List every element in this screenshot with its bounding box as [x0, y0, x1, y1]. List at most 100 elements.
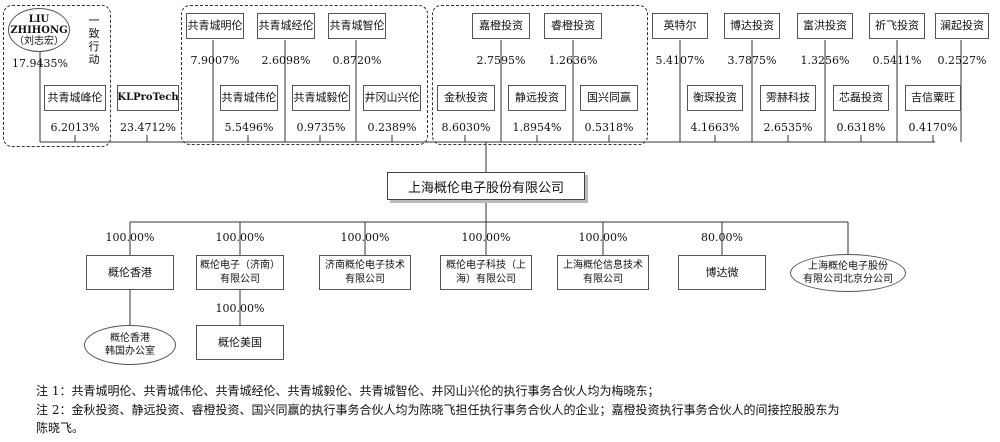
shareholder-hengjing[interactable]: 衡琛投资 [687, 85, 743, 111]
subsidiary-shanghai-tech[interactable]: 概伦电子科技（上 海）有限公司 [440, 255, 532, 290]
liu-name: LIU ZHIHONG [10, 13, 68, 36]
sub-sh-label: 概伦电子科技（上 海）有限公司 [446, 259, 526, 285]
xinlei-pct: 0.6318% [836, 121, 886, 134]
shareholder-ruicheng[interactable]: 睿橙投资 [544, 13, 602, 39]
subsidiary-jinan[interactable]: 概伦电子（济南） 有限公司 [196, 255, 284, 290]
branch-beijing[interactable]: 上海概伦电子股份 有限公司北京分公司 [790, 254, 906, 292]
subsidiary-info-tech[interactable]: 上海概伦信息技术 有限公司 [557, 255, 649, 290]
concert-group-outline [3, 5, 111, 147]
sub-bodawei-label: 博达微 [705, 265, 739, 279]
guoxing-label: 国兴同赢 [587, 91, 631, 104]
sub-hk-pct: 100.00% [105, 231, 155, 244]
weilun-pct: 5.5496% [224, 121, 274, 134]
sub-bodawei-pct: 80.00% [701, 231, 743, 244]
sub-info-pct: 100.00% [578, 231, 628, 244]
shareholder-jinggangshan[interactable]: 井冈山兴伦 [363, 85, 421, 111]
jiacheng-label: 嘉橙投资 [479, 19, 523, 32]
panghe-label: 雱赫科技 [766, 91, 810, 104]
hengjing-pct: 4.1663% [690, 121, 740, 134]
shareholder-jinglun[interactable]: 共青城经伦 [257, 13, 315, 39]
sub-info-label: 上海概伦信息技术 有限公司 [563, 259, 643, 285]
weilun-label: 共青城伟伦 [221, 91, 277, 104]
subsidiary-bodawei[interactable]: 博达微 [678, 255, 766, 290]
shareholder-fuhong[interactable]: 富洪投资 [797, 13, 853, 39]
shareholder-boda[interactable]: 博达投资 [724, 13, 780, 39]
partnership-group-outline-2 [432, 5, 648, 145]
sub-sh-pct: 100.00% [461, 231, 511, 244]
branch-beijing-label: 上海概伦电子股份 有限公司北京分公司 [803, 261, 893, 285]
ruicheng-pct: 1.2636% [548, 54, 598, 67]
fuhong-pct: 1.3256% [800, 54, 850, 67]
lanqi-label: 澜起投资 [940, 19, 984, 32]
subsidiary-us[interactable]: 概伦美国 [196, 325, 284, 360]
fenglun-pct: 6.2013% [50, 121, 100, 134]
yilun-pct: 0.9735% [296, 121, 346, 134]
klprotech-label: KLProTech [117, 92, 179, 103]
fenglun-label: 共青城峰伦 [47, 91, 103, 104]
jinqiu-label: 金秋投资 [444, 91, 488, 104]
shareholder-panghe[interactable]: 雱赫科技 [760, 85, 816, 111]
minglun-label: 共青城明伦 [187, 19, 243, 32]
lanqi-pct: 0.2527% [937, 54, 987, 67]
shareholder-lanqi[interactable]: 澜起投资 [935, 13, 989, 39]
jixin-label: 吉信粟旺 [911, 91, 955, 104]
ruicheng-label: 睿橙投资 [551, 19, 595, 32]
concert-label: 一致行动 [88, 14, 100, 66]
jinglun-pct: 2.6098% [261, 54, 311, 67]
company-hub-label: 上海概伦电子股份有限公司 [407, 180, 564, 196]
jingyuan-pct: 1.8954% [512, 121, 562, 134]
shareholder-jixin[interactable]: 吉信粟旺 [905, 85, 961, 111]
qifei-label: 祈飞投资 [875, 19, 919, 32]
fuhong-label: 富洪投资 [803, 19, 847, 32]
sub-jntech-pct: 100.00% [340, 231, 390, 244]
sub-hk-label: 概伦香港 [108, 265, 152, 279]
guoxing-pct: 0.5318% [584, 121, 634, 134]
zhilun-label: 共青城智伦 [329, 19, 385, 32]
jixin-pct: 0.4170% [908, 121, 958, 134]
shareholder-zhilun[interactable]: 共青城智伦 [328, 13, 386, 39]
company-hub[interactable]: 上海概伦电子股份有限公司 [387, 172, 585, 200]
office-korea[interactable]: 概伦香港 韩国办公室 [84, 325, 176, 365]
shareholder-yilun[interactable]: 共青城毅伦 [292, 85, 350, 111]
shareholder-fenglun[interactable]: 共青城峰伦 [44, 85, 106, 111]
shareholder-liu-zhihong[interactable]: LIU ZHIHONG （刘志宏） [8, 8, 70, 52]
jiacheng-pct: 2.7595% [476, 54, 526, 67]
jinggangshan-label: 井冈山兴伦 [364, 91, 420, 104]
shareholder-jinqiu[interactable]: 金秋投资 [437, 85, 495, 111]
shareholder-jingyuan[interactable]: 静远投资 [508, 85, 566, 111]
sub-us-label: 概伦美国 [218, 335, 262, 349]
shareholder-intel[interactable]: 英特尔 [652, 13, 708, 39]
subsidiary-hongkong[interactable]: 概伦香港 [86, 255, 174, 290]
shareholder-xinlei[interactable]: 芯磊投资 [833, 85, 889, 111]
qifei-pct: 0.5411% [872, 54, 922, 67]
panghe-pct: 2.6535% [763, 121, 813, 134]
boda-pct: 3.7875% [727, 54, 777, 67]
subsidiary-jinan-tech[interactable]: 济南概伦电子技术 有限公司 [319, 255, 411, 290]
note-1: 注 1：共青城明伦、共青城伟伦、共青城经伦、共青城毅伦、共青城智伦、井冈山兴伦的… [36, 384, 660, 398]
liu-chinese-name: （刘志宏） [14, 35, 64, 47]
jinqiu-pct: 8.6030% [441, 121, 491, 134]
sub-us-pct: 100.00% [215, 302, 265, 315]
jinggangshan-pct: 0.2389% [367, 121, 417, 134]
shareholder-klprotech[interactable]: KLProTech [117, 85, 179, 111]
office-korea-label: 概伦香港 韩国办公室 [105, 333, 155, 357]
shareholder-minglun[interactable]: 共青城明伦 [186, 13, 244, 39]
partnership-group-outline-1 [181, 5, 428, 145]
jingyuan-label: 静远投资 [515, 91, 559, 104]
klprotech-pct: 23.4712% [120, 121, 176, 134]
boda-label: 博达投资 [730, 19, 774, 32]
liu-pct: 17.9435% [12, 57, 68, 70]
sub-jinan-pct: 100.00% [215, 231, 265, 244]
sub-jinan-label: 概伦电子（济南） 有限公司 [200, 259, 280, 285]
minglun-pct: 7.9007% [190, 54, 240, 67]
shareholder-weilun[interactable]: 共青城伟伦 [220, 85, 278, 111]
note-2: 注 2：金秋投资、静远投资、睿橙投资、国兴同赢的执行事务合伙人均为陈晓飞担任执行… [36, 403, 840, 435]
shareholder-jiacheng[interactable]: 嘉橙投资 [472, 13, 530, 39]
zhilun-pct: 0.8720% [332, 54, 382, 67]
shareholder-qifei[interactable]: 祈飞投资 [869, 13, 925, 39]
sub-jntech-label: 济南概伦电子技术 有限公司 [325, 259, 405, 285]
intel-pct: 5.4107% [655, 54, 705, 67]
hengjing-label: 衡琛投资 [693, 91, 737, 104]
shareholder-guoxing[interactable]: 国兴同赢 [580, 85, 638, 111]
